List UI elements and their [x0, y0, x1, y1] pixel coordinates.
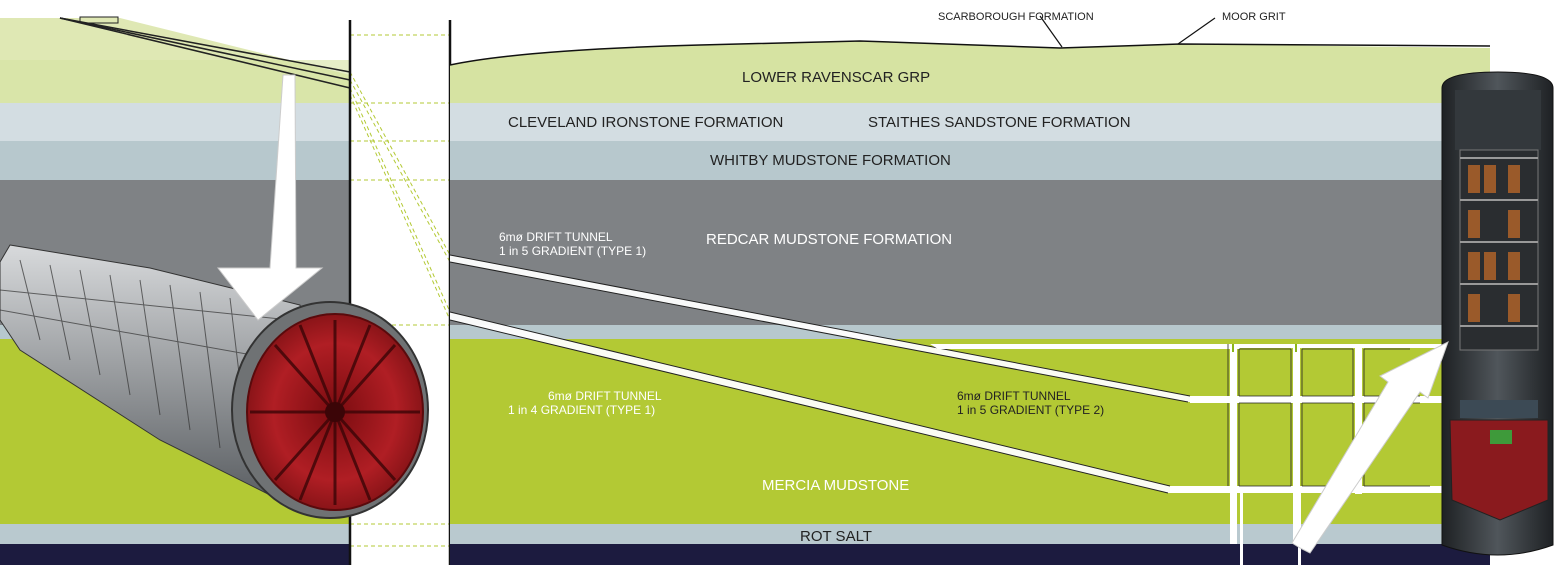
scarborough-leader — [1039, 15, 1063, 48]
thin-layer — [450, 325, 1490, 339]
main-strata-panel — [449, 15, 1491, 565]
cleveland-ironstone-label: CLEVELAND IRONSTONE FORMATION — [508, 114, 783, 131]
tunnel-type2-line2: 1 in 5 GRADIENT (TYPE 2) — [957, 403, 1104, 417]
moor-grit-label: MOOR GRIT — [1222, 11, 1286, 23]
rot-salt-label: ROT SALT — [800, 528, 872, 545]
tunnel-type1-upper-line2: 1 in 5 GRADIENT (TYPE 1) — [499, 244, 646, 258]
tunnel-type1-lower-line2: 1 in 4 GRADIENT (TYPE 1) — [508, 403, 655, 417]
redcar-layer — [450, 180, 1490, 325]
portal-structure — [79, 16, 119, 24]
underground-roadway-grid — [1170, 344, 1450, 544]
scarborough-formation-label: SCARBOROUGH FORMATION — [938, 11, 1094, 23]
shaft-decks — [1459, 149, 1539, 351]
tunnel-type1-upper-line1: 6mø DRIFT TUNNEL — [499, 230, 613, 244]
mercia-layer — [450, 339, 1490, 524]
rotsalt-layer — [450, 524, 1490, 544]
drift-tunnel-type1-upper — [449, 254, 1230, 403]
ravenscar-layer — [450, 41, 1490, 103]
whitby-layer — [450, 141, 1490, 180]
shaft-cutter — [1449, 419, 1549, 521]
lower-ravenscar-label: LOWER RAVENSCAR GRP — [742, 69, 930, 86]
tbm-illustration — [0, 74, 429, 519]
tunnel-type1-lower-line1: 6mø DRIFT TUNNEL — [548, 389, 662, 403]
ground-surface-line — [449, 40, 1491, 66]
ironstone-layer — [450, 103, 1490, 141]
moor-grit-leader — [1177, 17, 1216, 45]
mercia-mudstone-label: MERCIA MUDSTONE — [762, 477, 909, 494]
left-rotsalt-band — [0, 524, 350, 544]
left-deep-band — [0, 544, 350, 565]
surface-tunnel-line-2 — [59, 17, 351, 81]
left-ravenscar-band — [0, 60, 350, 103]
left-ironstone-band — [0, 103, 350, 141]
left-whitby-band — [0, 141, 350, 180]
surface-tunnel-line-1 — [59, 17, 351, 73]
deep-layer — [450, 544, 1490, 565]
surface-tunnel-line-3 — [59, 17, 351, 89]
drift-tunnel-type2 — [930, 344, 1240, 349]
tunnel-type2-line1: 6mø DRIFT TUNNEL — [957, 389, 1071, 403]
staithes-sandstone-label: STAITHES SANDSTONE FORMATION — [868, 114, 1131, 131]
deep-shafts — [1240, 493, 1301, 565]
shaft-pointer-arrow — [1291, 340, 1449, 554]
whitby-mudstone-label: WHITBY MUDSTONE FORMATION — [710, 152, 951, 169]
tbm-pointer-arrow — [216, 74, 324, 321]
drift-tunnel-type1-lower — [449, 311, 1230, 494]
redcar-mudstone-label: REDCAR MUDSTONE FORMATION — [706, 231, 952, 248]
shaft-illustration — [1291, 71, 1554, 556]
